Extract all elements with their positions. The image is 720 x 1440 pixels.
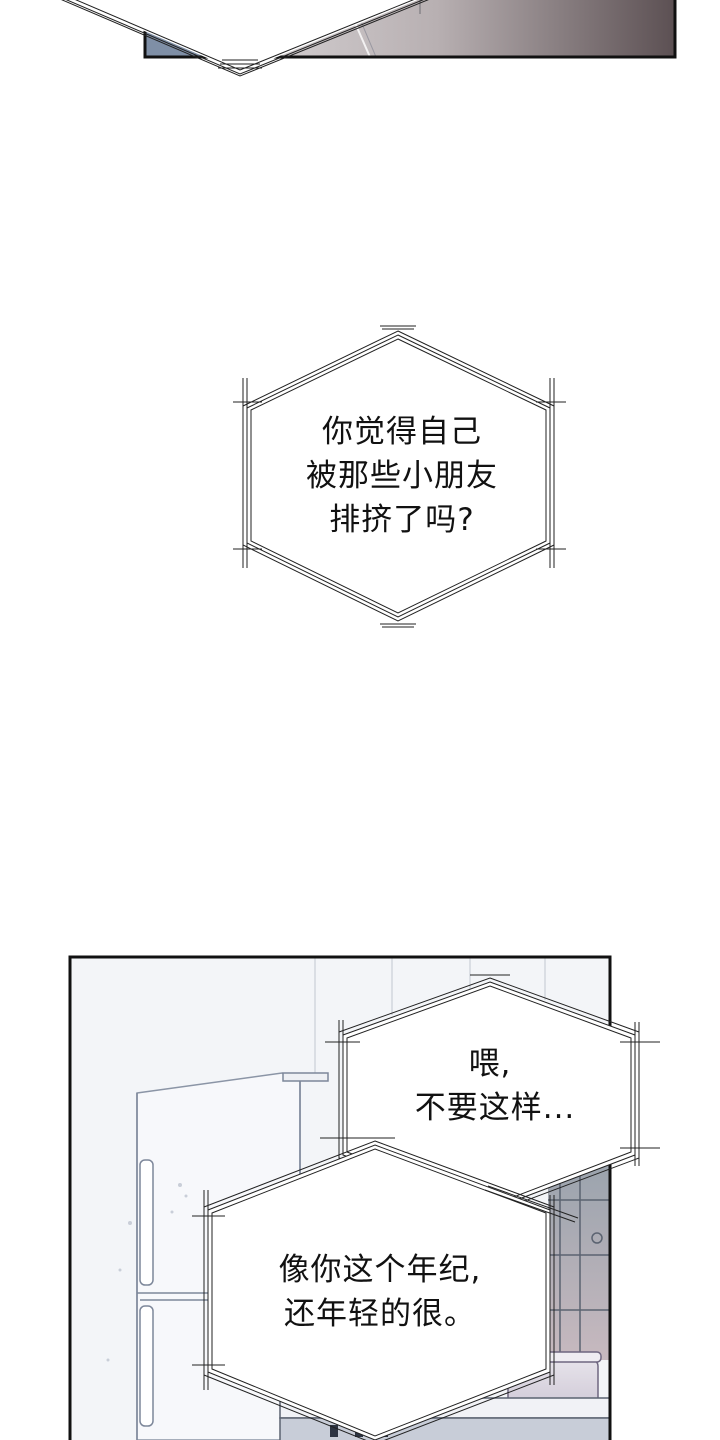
bubble-3-text: 像你这个年纪, 还年轻的很。 [230,1248,530,1336]
bubble-line: 还年轻的很。 [284,1296,476,1332]
bubble-1-shape [233,325,566,628]
bubble-line: 被那些小朋友 [306,458,498,494]
bubble-line: 不要这样... [414,1090,576,1126]
bubble-3-shape [192,1137,579,1440]
top-panel [61,0,677,77]
bubble-line: 排挤了吗? [329,502,475,538]
bubble-1-text: 你觉得自己 被那些小朋友 排挤了吗? [252,410,552,542]
bubble-line: 像你这个年纪, [278,1252,482,1288]
bubble-line: 喂, [468,1046,512,1082]
bubble-line: 你觉得自己 [322,414,482,450]
bubble-2-text: 喂, 不要这样... [350,1042,640,1130]
bottom-panel-border [68,955,612,1440]
